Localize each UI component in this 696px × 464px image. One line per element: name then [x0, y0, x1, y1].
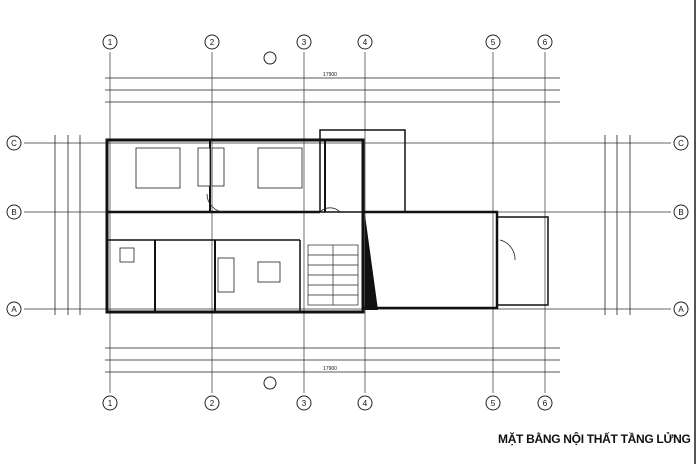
grid-label-c-right: C — [678, 139, 684, 148]
grid-lines — [24, 52, 671, 393]
grid-label-2: 2 — [210, 38, 215, 47]
stair-void — [365, 215, 378, 310]
beds — [135, 147, 303, 189]
walls — [105, 129, 549, 314]
grid-label-6-bottom: 6 — [543, 399, 548, 408]
grid-label-3: 3 — [302, 38, 307, 47]
furniture — [119, 193, 516, 293]
grid-label-1: 1 — [108, 38, 113, 47]
grid-label-c: C — [11, 139, 17, 148]
grid-label-4: 4 — [363, 38, 368, 47]
grid-label-b: B — [11, 208, 16, 217]
overall-dimension-top: 17900 — [323, 72, 337, 78]
grid-label-5-bottom: 5 — [491, 399, 496, 408]
grid-markers — [6, 34, 689, 411]
drawing-title: MẶT BẰNG NỘI THẤT TẦNG LỬNG — [498, 432, 691, 446]
overall-dimension-bottom: 17900 — [323, 366, 337, 372]
grid-label-a-right: A — [678, 305, 684, 314]
grid-label-5: 5 — [491, 38, 496, 47]
grid-label-a: A — [11, 305, 17, 314]
grid-label-2-bottom: 2 — [210, 399, 215, 408]
grid-label-6: 6 — [543, 38, 548, 47]
grid-label-3-bottom: 3 — [302, 399, 307, 408]
grid-label-4-bottom: 4 — [363, 399, 368, 408]
grid-label-1-bottom: 1 — [108, 399, 113, 408]
staircase — [307, 244, 359, 306]
frame-border — [694, 0, 696, 464]
grid-label-b-right: B — [678, 208, 683, 217]
dimension-lines — [54, 77, 631, 373]
